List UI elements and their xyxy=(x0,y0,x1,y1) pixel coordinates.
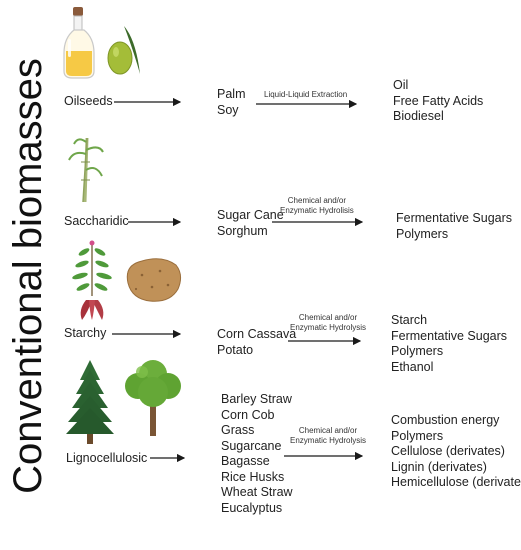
product-item: Combustion energy xyxy=(391,413,500,427)
product-list: Oil Free Fatty Acids Biodiesel xyxy=(393,78,483,125)
product-list: Combustion energy Polymers Cellulose (de… xyxy=(391,413,521,491)
source-item: Grass xyxy=(221,423,255,437)
product-item: Polymers xyxy=(391,344,444,358)
pine-tree-icon xyxy=(66,360,114,444)
product-item: Biodiesel xyxy=(393,109,444,123)
deciduous-tree-icon xyxy=(125,360,181,436)
source-item: Potato xyxy=(217,342,254,357)
source-list: Corn Cassava Potato xyxy=(217,327,296,358)
source-item: Sorghum xyxy=(217,223,268,238)
product-item: Oil xyxy=(393,78,409,92)
source-item: Eucalyptus xyxy=(221,500,283,515)
product-item: Polymers xyxy=(396,226,449,241)
source-item: Rice Husks xyxy=(221,469,285,484)
source-item: Palm xyxy=(217,87,246,101)
source-list: Sugar Cane Sorghum xyxy=(217,208,284,239)
process-label: Chemical and/or Enzymatic Hydrolysis xyxy=(290,313,367,332)
category-label: Starchy xyxy=(64,326,107,340)
process-label: Chemical and/or Enzymatic Hydrolysis xyxy=(290,426,367,445)
product-list: Fermentative Sugars Polymers xyxy=(396,211,512,242)
category-label: Oilseeds xyxy=(64,94,113,108)
category-label: Saccharidic xyxy=(64,214,129,228)
product-item: Lignin (derivates) xyxy=(391,459,487,474)
cassava-plant-icon xyxy=(72,240,112,320)
potato-icon xyxy=(126,258,182,302)
source-list: Barley Straw Corn Cob Grass Sugarcane Ba… xyxy=(221,392,293,516)
product-item: Starch xyxy=(391,313,428,327)
source-item: Sugarcane xyxy=(221,438,282,453)
source-list: Palm Soy xyxy=(217,87,245,118)
product-list: Starch Fermentative Sugars Polymers Etha… xyxy=(391,313,507,375)
product-item: Free Fatty Acids xyxy=(393,93,484,108)
olive-icon xyxy=(107,26,140,75)
source-item: Barley Straw xyxy=(221,392,292,406)
source-item: Wheat Straw xyxy=(221,485,293,499)
source-item: Bagasse xyxy=(221,454,270,468)
product-item: Polymers xyxy=(391,428,444,443)
source-item: Sugar Cane xyxy=(217,208,284,222)
sugarcane-plant-icon xyxy=(68,137,104,203)
process-label: Chemical and/or Enzymatic Hydrolisis xyxy=(280,196,354,215)
product-item: Cellulose (derivates) xyxy=(391,444,505,458)
category-label: Lignocellulosic xyxy=(66,451,148,465)
product-item: Fermentative Sugars xyxy=(396,211,513,225)
product-item: Fermentative Sugars xyxy=(391,328,508,343)
product-item: Hemicellulose (derivates) xyxy=(391,475,521,489)
diagram-title: Conventional biomasses xyxy=(6,58,50,494)
source-item: Corn Cob xyxy=(221,407,275,422)
process-label: Liquid-Liquid Extraction xyxy=(264,90,348,99)
oil-bottle-icon xyxy=(63,7,95,79)
source-item: Corn Cassava xyxy=(217,327,297,341)
product-item: Ethanol xyxy=(391,359,434,374)
source-item: Soy xyxy=(217,102,239,117)
